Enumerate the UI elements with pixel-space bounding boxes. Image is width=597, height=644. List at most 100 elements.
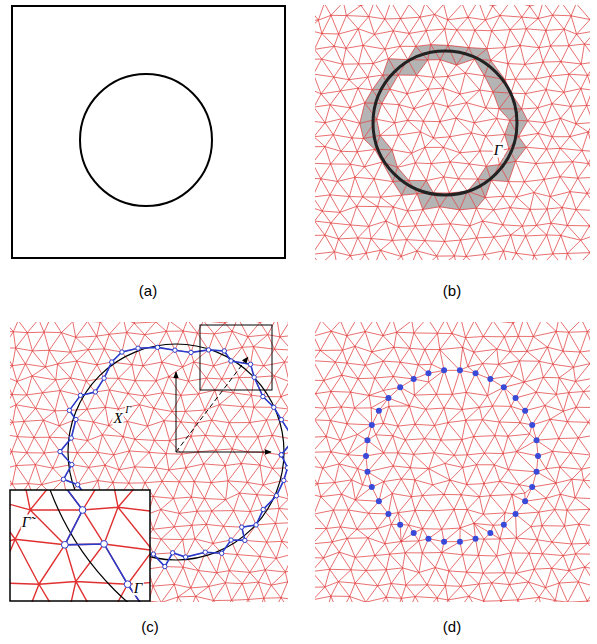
interface-node <box>70 462 74 466</box>
interface-node <box>457 367 463 373</box>
interface-node <box>411 376 417 382</box>
interface-node <box>155 345 159 349</box>
interface-node <box>261 507 265 511</box>
mesh-panel <box>315 5 590 260</box>
interface-node <box>513 511 519 517</box>
interface-node <box>285 466 288 470</box>
interface-node <box>529 484 535 490</box>
interface-node <box>78 393 82 397</box>
position-symbol: X <box>112 411 123 426</box>
interface-node <box>282 478 286 482</box>
interface-node <box>487 376 493 382</box>
domain-panel <box>12 6 285 258</box>
interface-node <box>189 350 193 354</box>
interface-node <box>411 530 417 536</box>
interface-symbol: Γ <box>493 143 504 158</box>
interface-node <box>136 346 140 350</box>
interface-node <box>120 350 124 354</box>
interface-node <box>67 408 71 412</box>
triangle-mesh <box>10 322 288 602</box>
interface-node <box>243 538 247 542</box>
interface-symbol: Γ <box>133 581 144 596</box>
interface-node <box>229 359 233 363</box>
mesh-panel <box>315 322 590 602</box>
axis-arrow <box>176 452 271 453</box>
interface-node <box>425 536 431 542</box>
interface-node <box>441 367 447 373</box>
interface-node <box>61 541 68 548</box>
interface-node <box>385 511 391 517</box>
cut-element <box>510 120 528 136</box>
interface-node <box>79 507 86 514</box>
domain-boundary <box>12 6 285 258</box>
interface-node <box>240 525 244 529</box>
superscript-symbol: Γ <box>125 405 131 415</box>
cut-element <box>408 60 428 76</box>
cut-element <box>491 165 508 182</box>
interface-node <box>163 564 167 568</box>
triangle-mesh <box>315 5 590 260</box>
interface-node <box>522 408 528 414</box>
interface-node <box>522 498 528 504</box>
interface-node <box>61 477 65 481</box>
interface-node <box>425 370 431 376</box>
interface-node <box>248 362 252 366</box>
interface-node <box>279 417 283 421</box>
interface-node <box>58 449 62 453</box>
interface-node <box>364 469 370 475</box>
panel-label: (c) <box>141 619 159 634</box>
interface-node <box>252 375 256 379</box>
interface-node <box>222 349 226 353</box>
interface-node <box>206 348 210 352</box>
interface-node <box>513 395 519 401</box>
interface-node <box>534 437 540 443</box>
interface-symbol: Γ̃ <box>21 515 32 530</box>
interface-node <box>385 395 391 401</box>
mesh-panel <box>10 322 288 602</box>
interface-node <box>457 539 463 545</box>
interface-node <box>473 370 479 376</box>
triangle-mesh <box>315 322 590 602</box>
interface-node <box>124 581 131 588</box>
zoom-inset <box>10 490 150 602</box>
interface-node <box>279 453 283 457</box>
interface-node <box>183 555 187 559</box>
interface-node <box>74 417 78 421</box>
interface-node <box>473 536 479 542</box>
interface-circle <box>80 74 212 206</box>
zoomed-mesh <box>10 490 150 602</box>
interface-node <box>170 551 174 555</box>
approx-interface <box>12 490 150 602</box>
interface-node <box>501 522 507 528</box>
interface-node <box>173 348 177 352</box>
interface-node <box>229 538 233 542</box>
interface-node <box>101 541 108 548</box>
interface-node <box>529 422 535 428</box>
interface-node <box>487 530 493 536</box>
interface-node <box>75 483 79 487</box>
panel-label: (b) <box>443 283 461 298</box>
position-vector <box>176 357 248 452</box>
interface-node <box>69 436 73 440</box>
interface-node <box>219 551 223 555</box>
interface-node <box>102 376 106 380</box>
interface-node <box>151 552 155 556</box>
interface-node <box>535 453 541 459</box>
interface-circle <box>373 51 517 195</box>
interface-node <box>110 360 114 364</box>
panel-label: (d) <box>443 619 461 634</box>
interface-node <box>501 384 507 390</box>
zoom-frame <box>200 325 272 390</box>
interface-node <box>272 405 276 409</box>
interface-node <box>534 469 540 475</box>
panel-label: (a) <box>139 283 157 298</box>
interface-node <box>93 390 97 394</box>
inset-border <box>10 490 150 601</box>
interface-circle <box>32 490 150 602</box>
interface-node <box>397 384 403 390</box>
interface-node <box>397 522 403 528</box>
interface-node <box>279 453 283 457</box>
interface-node <box>363 453 369 459</box>
